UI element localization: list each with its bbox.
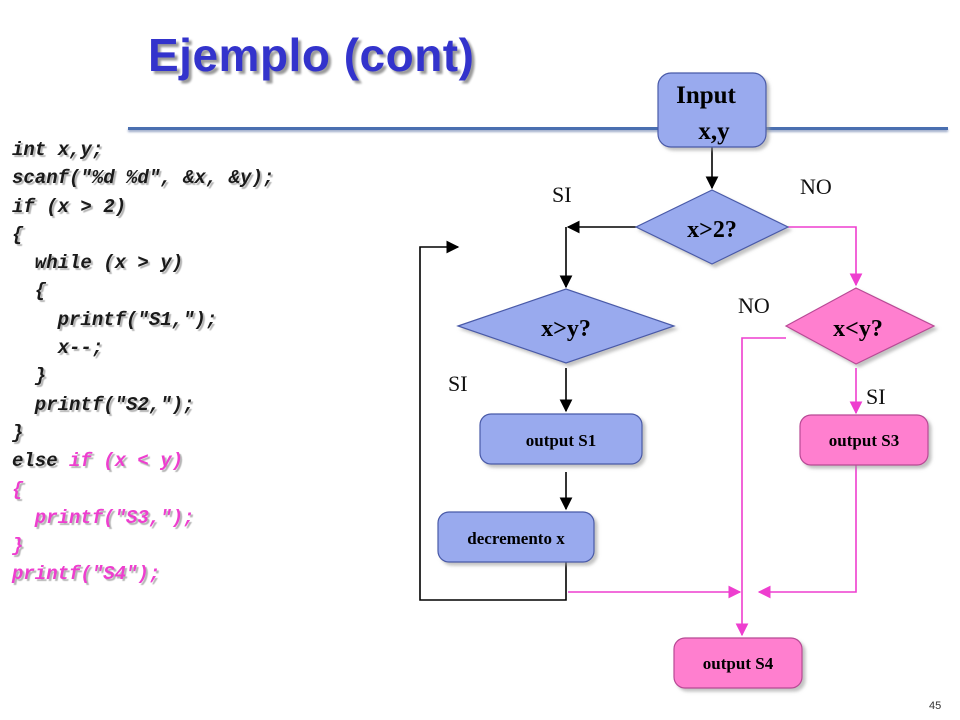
code-line: while (x > y)	[12, 252, 184, 275]
code-line: int x,y;	[12, 139, 104, 161]
label-si-top: SI	[552, 182, 572, 207]
decremento-label: decremento x	[467, 529, 565, 548]
code-line: {	[12, 478, 24, 501]
code-line: scanf("%d %d", &x, &y);	[12, 167, 275, 190]
code-line: printf("S3,");	[12, 506, 195, 529]
code-line-if: if (x < y)	[69, 450, 184, 473]
label-no-right: NO	[738, 293, 770, 318]
decision-x-gt-y: x>y?	[456, 288, 676, 364]
output-s3-label: output S3	[829, 431, 899, 450]
code-block: int x,y; scanf("%d %d", &x, &y); if (x >…	[12, 136, 274, 589]
code-line: }	[12, 365, 47, 388]
label-no-top: NO	[800, 174, 832, 199]
output-s1-node: output S1	[479, 413, 643, 465]
decremento-node: decremento x	[437, 511, 595, 563]
black-connectors	[419, 147, 719, 601]
decision-x-gt-2: x>2?	[634, 189, 790, 265]
loop-back-arrow	[419, 240, 567, 601]
output-s4-label: output S4	[703, 654, 774, 673]
decision-x-gt-2-label: x>2?	[687, 217, 737, 243]
decision-x-gt-y-label: x>y?	[541, 316, 591, 342]
code-line-else: else	[12, 450, 70, 473]
input-label-line2: x,y	[698, 118, 730, 145]
code-line: printf("S2,");	[12, 393, 195, 416]
decision-x-lt-y-label: x<y?	[833, 316, 883, 342]
pink-connectors	[568, 226, 863, 637]
code-line: if (x > 2)	[12, 195, 127, 218]
input-label-line1: Input	[676, 82, 736, 109]
code-line: }	[12, 421, 24, 444]
output-s1-label: output S1	[526, 431, 596, 450]
decision-x-lt-y: x<y?	[784, 287, 936, 365]
output-s3-node: output S3	[799, 414, 929, 466]
output-s4-node: output S4	[673, 637, 803, 689]
label-si-right: SI	[866, 384, 886, 409]
code-line: printf("S1,");	[12, 308, 218, 331]
arrow-s3-to-s4	[757, 465, 857, 599]
code-line: }	[12, 535, 24, 558]
input-node: Input x,y	[657, 72, 767, 148]
arrow-no-to-s4	[735, 337, 786, 637]
code-line: {	[12, 223, 24, 246]
code-line: printf("S4");	[12, 563, 161, 586]
arrow-no-branch	[788, 226, 863, 287]
page-number: 45	[929, 700, 942, 712]
slide-title: Ejemplo (cont)	[148, 29, 475, 81]
title-underline	[128, 127, 948, 130]
label-si-left: SI	[448, 371, 468, 396]
code-line: {	[12, 280, 47, 303]
code-line: x--;	[12, 337, 104, 360]
